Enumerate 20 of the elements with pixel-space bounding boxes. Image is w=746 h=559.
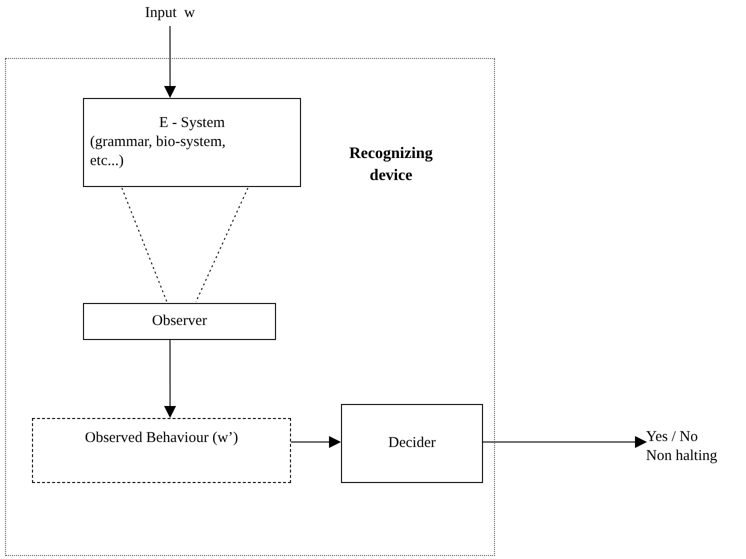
- process-box: [83, 98, 301, 187]
- node-description: Non halting: [646, 447, 718, 466]
- arrow: [164, 26, 176, 98]
- dashed-box: [32, 418, 291, 483]
- process-box: [83, 303, 276, 340]
- process-box: [341, 404, 483, 483]
- arrow: [290, 436, 341, 448]
- arrow: [164, 338, 176, 418]
- node-title: Observed Behaviour (w’): [84, 429, 238, 448]
- node-title: Yes / No: [646, 428, 698, 447]
- node-title: Decider: [388, 434, 436, 453]
- node-title: Input w: [145, 4, 195, 23]
- node-description: (grammar, bio-system, etc...): [89, 133, 227, 171]
- dotted-line: [195, 188, 248, 302]
- dotted-line: [121, 188, 168, 302]
- arrow: [482, 436, 647, 448]
- node-title: Observer: [152, 312, 207, 331]
- frame-title: Recognizing device: [348, 144, 434, 186]
- device-frame: [5, 58, 495, 556]
- node-title: E - System: [159, 114, 225, 133]
